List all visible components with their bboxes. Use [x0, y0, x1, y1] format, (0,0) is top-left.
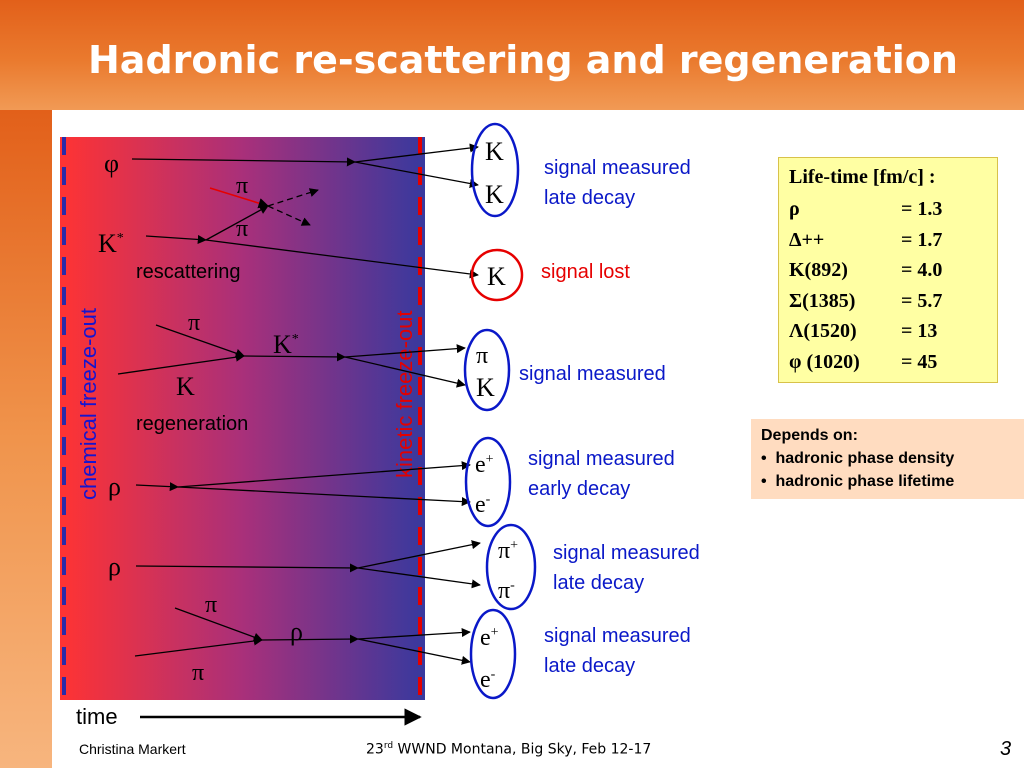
- rho-symbol-2: ρ: [108, 552, 121, 581]
- signal-measured-ellipse-3: [463, 328, 511, 412]
- pion-plus: π+: [498, 538, 518, 564]
- kstar-symbol-1: K*: [98, 229, 124, 258]
- pion-symbol-6b: π: [192, 660, 204, 686]
- electron-plus-2: e+: [480, 625, 499, 651]
- kaon-symbol-2: K: [487, 262, 506, 291]
- rho-symbol-1: ρ: [108, 472, 121, 501]
- depends-item: • hadronic phase density: [761, 450, 955, 467]
- signal-measured-ellipse-5: [485, 523, 537, 611]
- red-pion-line: [209, 187, 270, 209]
- rho-symbol-3: ρ: [290, 617, 303, 646]
- lifetime-row: Δ++= 1.7: [789, 228, 943, 251]
- scatter-out-line-1: [267, 188, 319, 207]
- depends-item: • hadronic phase lifetime: [761, 473, 955, 490]
- signal-label-3: signal measured: [519, 363, 666, 385]
- electron-plus-1: e+: [475, 452, 494, 478]
- signal-measured-ellipse-1: [470, 122, 520, 218]
- signal-label-5a: signal measured: [553, 542, 700, 564]
- slide-title: Hadronic re-scattering and regeneration: [88, 38, 958, 82]
- pion-symbol-red: π: [236, 173, 248, 199]
- scatter-out-line-2: [267, 205, 311, 226]
- signal-label-1a: signal measured: [544, 157, 691, 179]
- signal-label-4a: signal measured: [528, 448, 675, 470]
- lifetime-row: K(892)= 4.0: [789, 259, 943, 281]
- rescattering-lines: [145, 205, 479, 279]
- phi-symbol: φ: [104, 149, 119, 178]
- time-label: time: [76, 704, 118, 729]
- depends-header: Depends on:: [761, 427, 858, 444]
- phi-decay-lines: [131, 143, 479, 188]
- kaon-symbol-3b: K: [476, 373, 495, 402]
- kaon-symbol-3: K: [176, 372, 195, 401]
- title-bar: Hadronic re-scattering and regeneration: [0, 0, 1024, 110]
- depends-box: Depends on: • hadronic phase density • h…: [751, 419, 1024, 499]
- lifetime-box: Life-time [fm/c] : ρ= 1.3 Δ++= 1.7 K(892…: [778, 157, 998, 383]
- kinetic-freeze-out-label: kinetic freeze-out: [392, 310, 417, 478]
- rho-late-lines: [135, 540, 481, 589]
- footer-event: 23rd WWND Montana, Big Sky, Feb 12-17: [366, 741, 652, 758]
- lifetime-header: Life-time [fm/c] :: [789, 166, 936, 188]
- footer-author: Christina Markert: [79, 741, 186, 757]
- signal-label-5b: late decay: [553, 572, 644, 594]
- rescattering-label: rescattering: [136, 261, 241, 283]
- regeneration-label: regeneration: [136, 413, 248, 435]
- pion-symbol-3: π: [188, 310, 200, 336]
- regeneration-lines: [117, 324, 466, 388]
- signal-label-4b: early decay: [528, 478, 630, 500]
- signal-label-6b: late decay: [544, 655, 635, 677]
- hadronic-phase-region: [60, 137, 425, 700]
- lifetime-row: Σ(1385)= 5.7: [789, 289, 943, 312]
- page-number: 3: [1000, 738, 1012, 760]
- pion-minus: π-: [498, 578, 515, 604]
- left-decor-bar: [0, 110, 52, 768]
- regen-rho-lines: [134, 607, 471, 665]
- signal-label-6a: signal measured: [544, 625, 691, 647]
- lifetime-row: ρ= 1.3: [789, 198, 943, 220]
- lifetime-row: Λ(1520)= 13: [789, 320, 938, 342]
- rho-early-lines: [135, 461, 471, 507]
- signal-label-1b: late decay: [544, 187, 635, 209]
- signal-measured-ellipse-4: [464, 436, 512, 528]
- pion-symbol-3b: π: [476, 343, 488, 369]
- electron-minus-2: e-: [480, 667, 496, 693]
- signal-measured-ellipse-6: [469, 608, 517, 700]
- pion-symbol-6a: π: [205, 592, 217, 618]
- signal-label-2: signal lost: [541, 261, 630, 283]
- signal-lost-circle: [470, 248, 524, 302]
- kaon-symbol-1b: K: [485, 180, 504, 209]
- lifetime-row: φ (1020)= 45: [789, 350, 938, 373]
- electron-minus-1: e-: [475, 492, 491, 518]
- kaon-symbol-1a: K: [485, 137, 504, 166]
- kstar-symbol-2: K*: [273, 330, 299, 359]
- chemical-freeze-out-label: chemical freeze-out: [76, 308, 101, 500]
